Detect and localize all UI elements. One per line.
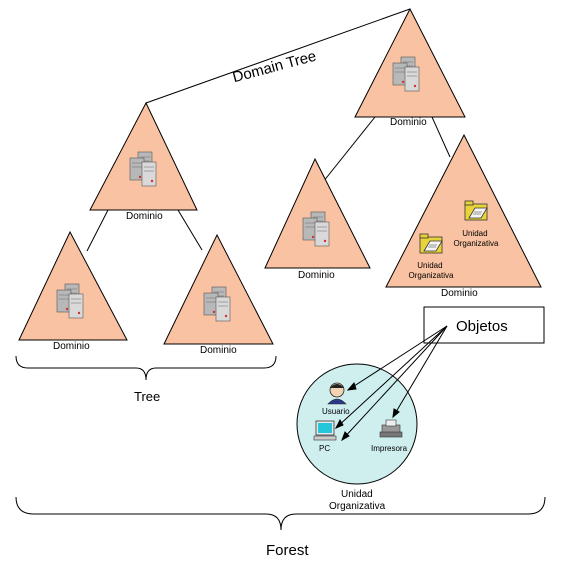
ou-circle-label-2: Organizativa <box>329 501 386 512</box>
object-label-pc: PC <box>319 444 330 453</box>
connector-left-parent-child1 <box>86 209 109 252</box>
ou-label: Unidad Organizativa <box>454 229 499 248</box>
objetos-label: Objetos <box>456 318 508 335</box>
domain-label: Dominio <box>126 211 163 222</box>
domain-label: Dominio <box>298 270 335 281</box>
domain-tree-label: Domain Tree <box>231 48 318 87</box>
domain-left-child-2: Dominio <box>163 233 274 356</box>
forest-brace <box>15 496 546 531</box>
ou-label: Unidad Organizativa <box>409 261 454 280</box>
objetos-box <box>423 306 545 344</box>
tree-label: Tree <box>134 389 160 404</box>
user-icon <box>327 382 347 405</box>
forest-label: Forest <box>266 542 309 559</box>
domain-label: Dominio <box>53 341 90 352</box>
domain-label: Dominio <box>441 288 478 299</box>
object-label-printer: Impresora <box>371 444 408 453</box>
connector-left-parent-child2 <box>177 209 203 251</box>
tree-brace <box>15 355 277 381</box>
objetos-arrows <box>334 325 448 442</box>
pc-icon <box>313 420 337 441</box>
domain-left-parent: Dominio <box>89 101 198 222</box>
domain-left-child-1: Dominio <box>18 230 128 352</box>
domain-right-child-2: Unidad Organizativa Unidad Organizativa … <box>385 133 542 299</box>
connector-right-top-child2 <box>431 116 451 158</box>
object-label-user: Usuario <box>322 407 350 416</box>
domain-right-child-1: Dominio <box>264 157 371 281</box>
domain-top-right: Dominio <box>354 7 466 128</box>
connector-right-top-child1 <box>322 116 376 183</box>
printer-icon <box>379 419 403 438</box>
folder-icon <box>419 233 443 254</box>
ou-circle-label-1: Unidad <box>341 489 373 500</box>
domain-tree-line <box>145 8 411 104</box>
folder-icon <box>464 200 488 221</box>
domain-label: Dominio <box>390 117 427 128</box>
domain-label: Dominio <box>200 345 237 356</box>
